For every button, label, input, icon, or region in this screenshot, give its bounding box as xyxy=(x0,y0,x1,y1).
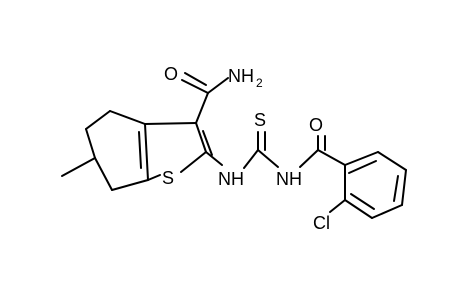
thiocarbonyl-sulfur-label: S xyxy=(254,110,266,130)
thiourea-nh-left-label: NH xyxy=(218,169,244,189)
chlorine-label: Cl xyxy=(313,213,330,233)
carboxamide-group xyxy=(181,72,229,124)
thiourea-group xyxy=(205,131,279,169)
amide-nitrogen-label: NH xyxy=(228,66,254,86)
chlorine-bond xyxy=(329,199,346,213)
amide-oxygen-label: O xyxy=(164,64,178,84)
ring-sulfur-label: S xyxy=(162,168,174,188)
cyclohexane-ring xyxy=(61,110,149,191)
benzoyl-group xyxy=(299,135,346,168)
benzene-ring xyxy=(329,151,407,219)
thiophene-ring xyxy=(138,122,213,181)
benzoyl-oxygen-label: O xyxy=(309,115,323,135)
amide-h-count: 2 xyxy=(256,76,263,90)
thiourea-nh-right-label: NH xyxy=(276,169,302,189)
methyl-bond xyxy=(61,157,96,177)
